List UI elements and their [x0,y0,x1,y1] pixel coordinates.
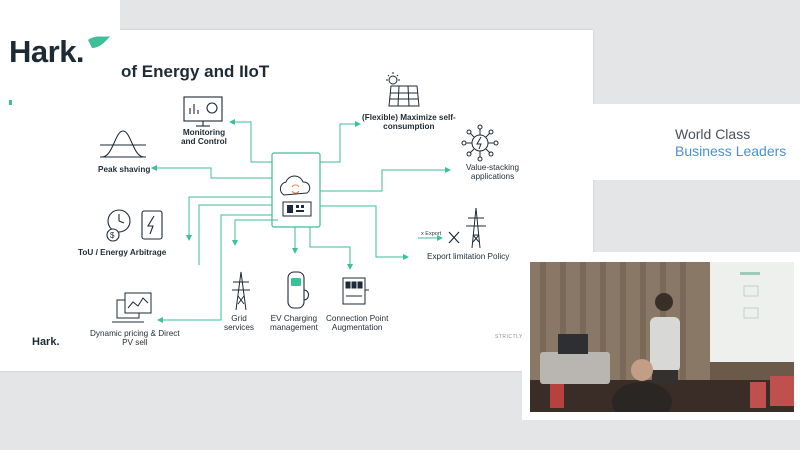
laptop-chart-icon [112,292,152,323]
cross-icon [448,231,460,244]
tou-label: ToU / Energy Arbitrage [78,248,167,257]
svg-text:$: $ [110,231,115,240]
connector-lines [151,119,451,323]
flexible-label: (Flexible) Maximize self-consumption [362,113,456,132]
value-stacking-icon [461,124,499,162]
gateway-device-icon [282,201,312,217]
cloud-sync-icon [279,175,311,196]
speaker-video [530,262,794,412]
monitor-chart-icon [183,96,223,127]
grid-tower-icon [232,271,250,311]
ev-charger-icon [287,271,310,309]
slide-footer: STRICTLY I [495,334,527,340]
peak-shaving-label: Peak shaving [98,165,151,174]
slide-title: of Energy and IIoT [121,62,270,81]
peak-shaving-icon [100,130,146,158]
sponsor-line2: Business Leaders [675,143,787,159]
logo-panel [0,0,120,100]
export-limitation-label: Export limitation Policy [427,252,510,261]
transmission-tower-icon [466,207,486,249]
clock-dollar-icon: $ [106,209,131,242]
sponsor-panel [593,104,800,180]
solar-panel-icon [386,72,420,107]
connection-point-icon [342,277,369,305]
export-arrow-label: x Export [421,231,442,237]
central-hub [271,152,321,228]
battery-charge-icon [141,210,163,240]
sponsor-line1: World Class [675,126,751,142]
hark-small-logo: Hark. [32,336,60,348]
hark-logo: Hark. [9,34,85,69]
speaker-scene-image [530,262,794,412]
